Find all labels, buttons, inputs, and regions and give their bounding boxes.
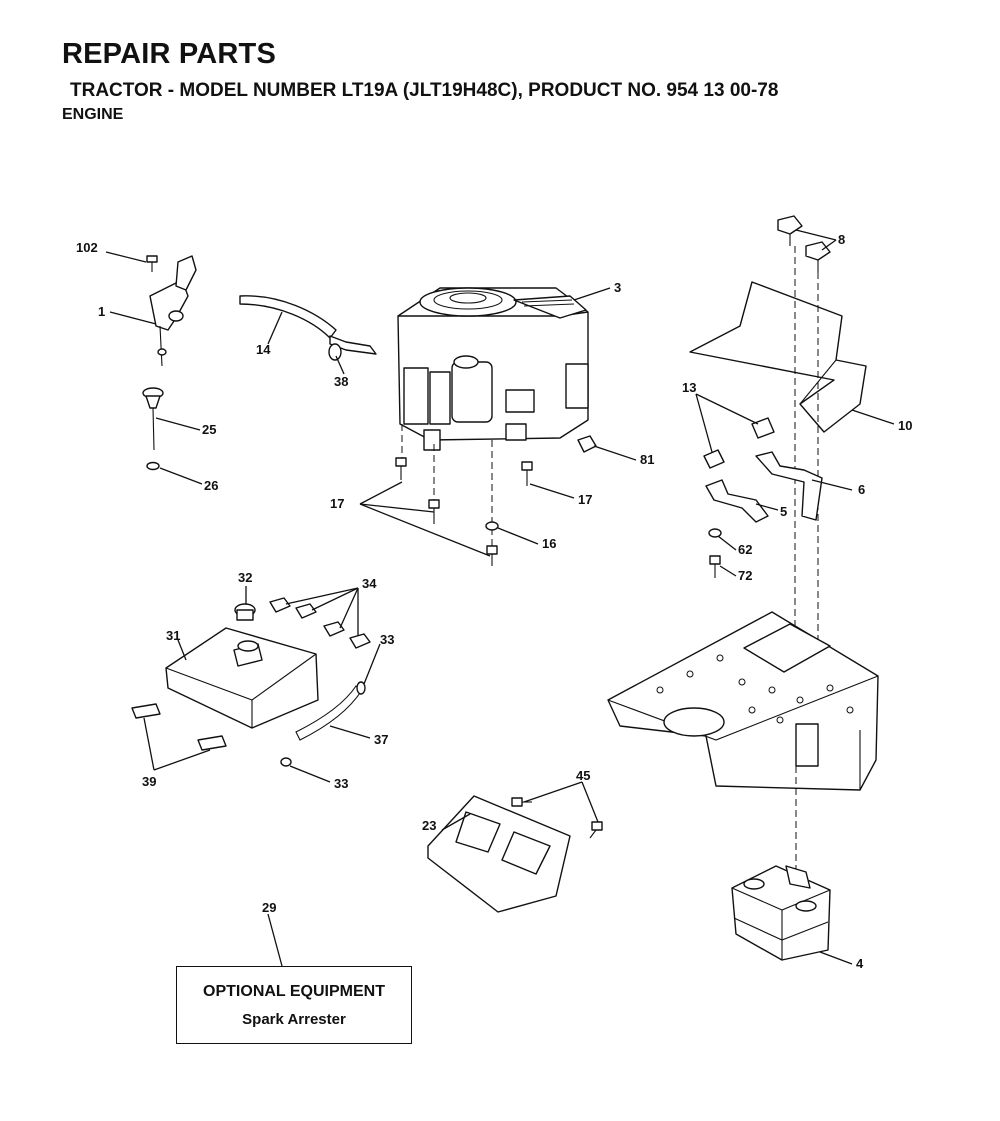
callout-38: 38 [334, 374, 348, 389]
callout-32: 32 [238, 570, 252, 585]
callout-31: 31 [166, 628, 180, 643]
callout-14: 14 [256, 342, 271, 357]
callout-26: 26 [204, 478, 218, 493]
page-title: REPAIR PARTS [62, 38, 277, 70]
callout-13: 13 [682, 380, 696, 395]
callout-34: 34 [362, 576, 377, 591]
callout-37: 37 [374, 732, 388, 747]
callout-62: 62 [738, 542, 752, 557]
callout-8: 8 [838, 232, 845, 247]
callout-3: 3 [614, 280, 621, 295]
engine [397, 287, 589, 451]
callout-33-bottom: 33 [334, 776, 348, 791]
callout-39: 39 [142, 774, 156, 789]
callout-17-left: 17 [330, 496, 344, 511]
tractor-frame [607, 611, 879, 791]
callout-1: 1 [98, 304, 105, 319]
optional-equipment-title: OPTIONAL EQUIPMENT [203, 983, 385, 1000]
page-subtitle: TRACTOR - MODEL NUMBER LT19A (JLT19H48C)… [70, 80, 779, 101]
callout-10: 10 [898, 418, 912, 433]
deflector [689, 281, 867, 433]
optional-equipment-item: Spark Arrester [242, 1011, 346, 1028]
exhaust-parts [703, 417, 823, 578]
callout-6: 6 [858, 482, 865, 497]
callout-81: 81 [640, 452, 654, 467]
nut-81 [577, 435, 597, 453]
muffler [731, 766, 831, 961]
callout-25: 25 [202, 422, 216, 437]
callout-29: 29 [262, 900, 276, 915]
air-cleaner [131, 597, 371, 767]
throttle-control [149, 255, 197, 367]
callout-labels: 102 1 14 38 3 8 10 13 6 5 62 72 25 26 81… [76, 232, 912, 971]
leader-lines [105, 229, 895, 967]
callout-17-right: 17 [578, 492, 592, 507]
section-label: ENGINE [62, 106, 124, 123]
engine-bolts [395, 424, 533, 566]
screw-102 [146, 255, 158, 272]
callout-102: 102 [76, 240, 98, 255]
callout-5: 5 [780, 504, 787, 519]
callout-45: 45 [576, 768, 590, 783]
dipstick [142, 387, 164, 471]
optional-equipment-box: OPTIONAL EQUIPMENT Spark Arrester [176, 966, 412, 1044]
callout-33-top: 33 [380, 632, 394, 647]
heat-shield [427, 795, 603, 913]
callout-4: 4 [856, 956, 864, 971]
callout-72: 72 [738, 568, 752, 583]
callout-16: 16 [542, 536, 556, 551]
fuel-line [239, 295, 377, 361]
callout-23: 23 [422, 818, 436, 833]
knobs-8 [777, 215, 831, 660]
